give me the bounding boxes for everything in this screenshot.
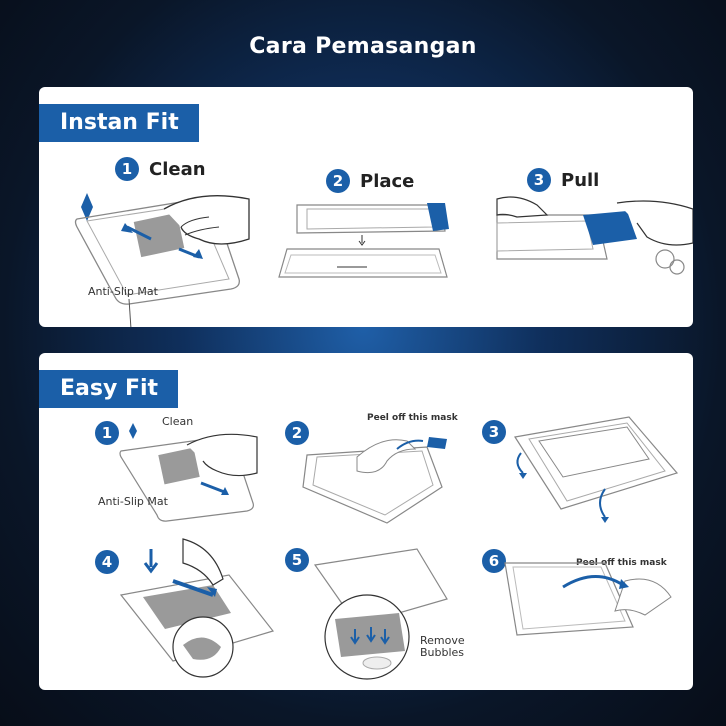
step-label: Clean	[149, 158, 206, 180]
step-number-badge: 4	[95, 550, 119, 574]
anti-slip-mat-caption: Anti-Slip Mat	[98, 495, 168, 508]
clean-caption: Clean	[162, 415, 194, 428]
easy-peel-illustration	[302, 437, 447, 524]
easy-fit-heading: Easy Fit	[39, 370, 179, 408]
instan-fit-panel: Instan Fit 1 Clean Anti-Slip Mat 2 Place…	[39, 87, 693, 327]
instan-step-2-header: 2 Place	[326, 169, 414, 193]
step-number-badge: 2	[285, 421, 309, 445]
step-number-badge: 1	[95, 421, 119, 445]
page-title: Cara Pemasangan	[249, 34, 477, 59]
easy-fit-panel: Easy Fit 1 Clean Anti-Slip Mat 2 Peel of…	[39, 353, 693, 690]
easy-final-peel-illustration	[504, 562, 672, 636]
easy-press-illustration	[119, 538, 275, 678]
step-number-badge: 6	[482, 549, 506, 573]
instan-step-1-header: 1 Clean	[115, 157, 206, 181]
step-number-badge: 5	[285, 548, 309, 572]
step-label: Pull	[561, 169, 600, 191]
easy-place-frame-illustration	[514, 416, 679, 523]
anti-slip-mat-caption: Anti-Slip Mat	[88, 285, 158, 298]
sparkle-icon	[81, 193, 93, 221]
step-label: Place	[360, 170, 415, 192]
peel-mask-caption: Peel off this mask	[576, 558, 667, 568]
step-number-badge: 3	[482, 420, 506, 444]
step-number-badge: 2	[326, 169, 350, 193]
peel-mask-caption: Peel off this mask	[367, 413, 458, 423]
step-number-badge: 1	[115, 157, 139, 181]
step-number-badge: 3	[527, 168, 551, 192]
easy-clean-illustration	[119, 423, 258, 522]
instan-fit-heading: Instan Fit	[39, 104, 199, 142]
remove-bubbles-caption: Remove Bubbles	[420, 634, 465, 659]
clean-illustration	[74, 193, 250, 327]
place-illustration	[278, 203, 449, 278]
instan-step-3-header: 3 Pull	[527, 168, 599, 192]
pull-illustration	[496, 196, 693, 275]
easy-bubbles-illustration	[313, 548, 448, 680]
